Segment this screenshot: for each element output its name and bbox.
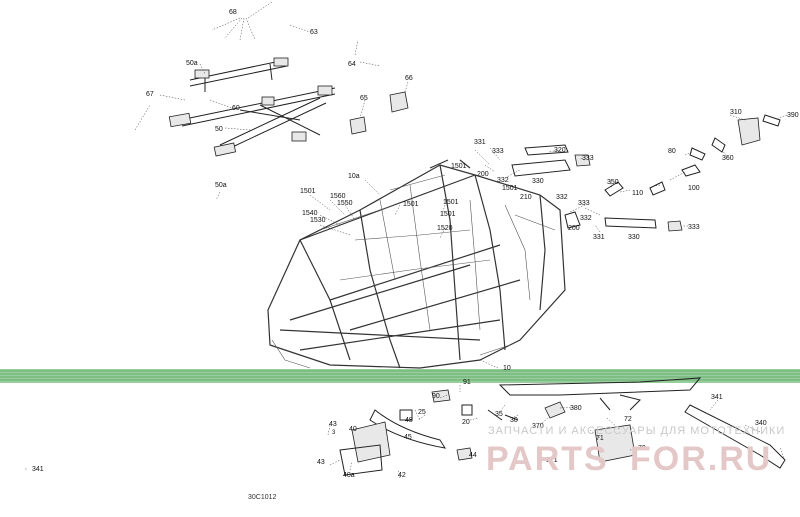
callout-72: 72	[624, 416, 632, 423]
callout-35: 35	[495, 411, 503, 418]
callout-65: 65	[360, 95, 368, 102]
callout-1501: 1501	[403, 201, 419, 208]
callout-380: 380	[570, 405, 582, 412]
callout-333: 333	[582, 155, 594, 162]
callout-333: 333	[578, 200, 590, 207]
callout-200: 200	[568, 225, 580, 232]
watermark-tagline: ЗАПЧАСТИ И АКСЕССУАРЫ ДЛЯ МОТОТЕХНИКИ	[488, 425, 785, 437]
lower-leaders	[25, 385, 786, 479]
callout-70: 70	[638, 445, 646, 452]
callout-1560: 1560	[330, 193, 346, 200]
callout-1501: 1501	[300, 188, 316, 195]
callout-1530: 1530	[310, 217, 326, 224]
callout-331: 331	[593, 234, 605, 241]
callout-350: 350	[607, 179, 619, 186]
watermark: ЗАПЧАСТИ И АКСЕССУАРЫ ДЛЯ МОТОТЕХНИКИ PA…	[486, 425, 785, 478]
frame-leaders	[309, 149, 499, 369]
callout-1540: 1540	[302, 210, 318, 217]
callout-333: 333	[688, 224, 700, 231]
callout-42: 42	[398, 472, 406, 479]
scan-artifact-band	[0, 369, 800, 383]
callout-64: 64	[348, 61, 356, 68]
callout-10a: 10a	[348, 173, 360, 180]
callout-340: 340	[755, 420, 767, 427]
callout-210: 210	[520, 194, 532, 201]
callout-310: 310	[730, 109, 742, 116]
callout-341: 341	[32, 466, 44, 473]
callout-91: 91	[463, 379, 471, 386]
watermark-brand-right: FOR.RU	[630, 440, 772, 478]
callout-25: 25	[418, 409, 426, 416]
roof-brackets	[349, 91, 409, 135]
callout-1501: 1501	[502, 185, 518, 192]
callout-1501: 1501	[440, 211, 456, 218]
callout-332: 332	[556, 194, 568, 201]
callout-90: 90	[432, 393, 440, 400]
callout-40a: 40a	[343, 472, 355, 479]
callout-3: 3	[332, 430, 336, 436]
watermark-brand-left: PARTS	[486, 440, 609, 478]
leader-lines-top	[134, 1, 409, 201]
callout-30: 30	[510, 417, 518, 424]
callout-68: 68	[229, 9, 237, 16]
callout-1520: 1520	[437, 225, 453, 232]
callout-60: 60	[232, 105, 240, 112]
callout-43: 43	[329, 421, 337, 428]
callout-341: 341	[711, 394, 723, 401]
callout-45: 45	[404, 434, 412, 441]
callout-330: 330	[532, 178, 544, 185]
callout-80: 80	[668, 148, 676, 155]
callout-10: 10	[503, 365, 511, 372]
callout-labels: 68 63 50a 67 60 50 64 66 65 50a 310 390 …	[32, 9, 799, 479]
callout-20: 20	[462, 419, 470, 426]
callout-66: 66	[405, 75, 413, 82]
callout-50: 50	[215, 126, 223, 133]
diagram-code: 30C1012	[248, 494, 277, 501]
callout-110: 110	[632, 190, 643, 197]
rear-bars-right	[511, 114, 781, 232]
callout-44: 44	[469, 452, 477, 459]
callout-1501: 1501	[451, 163, 467, 170]
right-leaders	[489, 114, 788, 233]
callout-50a: 50a	[215, 182, 227, 189]
callout-360: 360	[722, 155, 734, 162]
callout-320: 320	[554, 147, 566, 154]
lower-parts	[339, 377, 786, 476]
callout-63: 63	[310, 29, 318, 36]
callout-1550: 1550	[337, 200, 353, 207]
callout-332: 332	[580, 215, 592, 222]
callout-331: 331	[474, 139, 486, 146]
callout-40: 40	[349, 426, 357, 433]
callout-330: 330	[628, 234, 640, 241]
callout-43: 43	[317, 459, 325, 466]
callout-48: 48	[405, 417, 413, 424]
callout-71: 71	[596, 435, 604, 442]
callout-333: 333	[492, 148, 504, 155]
callout-50a: 50a	[186, 60, 198, 67]
callout-371: 371	[546, 457, 558, 464]
callout-390: 390	[787, 112, 799, 119]
main-cage-frame	[267, 159, 566, 369]
callout-1501: 1501	[443, 199, 459, 206]
callout-200: 200	[477, 171, 489, 178]
roof-crossbar-group	[168, 57, 336, 157]
callout-332: 332	[497, 177, 509, 184]
callout-100: 100	[688, 185, 700, 192]
callout-370: 370	[532, 423, 544, 430]
callout-67: 67	[146, 91, 154, 98]
